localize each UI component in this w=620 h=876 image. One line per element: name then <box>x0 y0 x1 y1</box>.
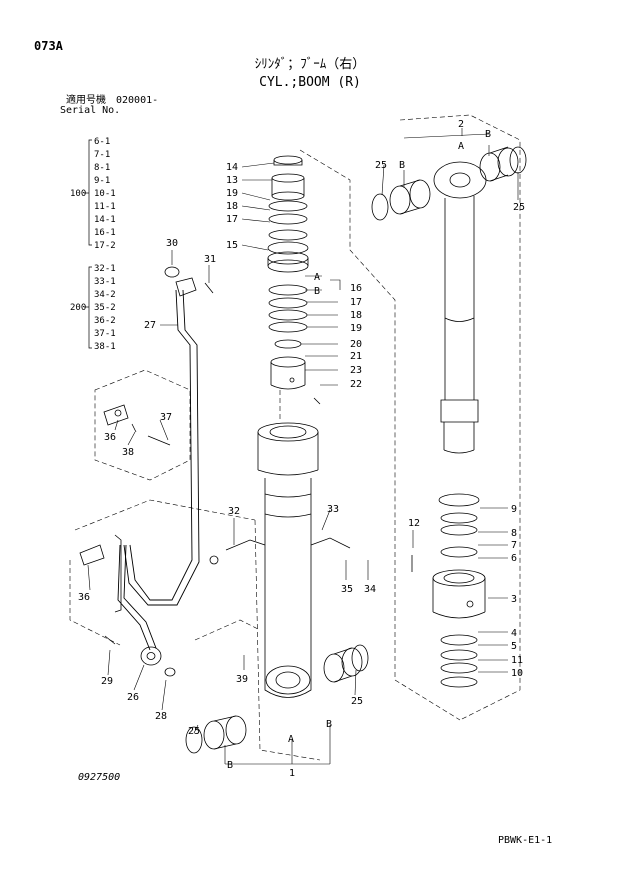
callout-B: B <box>485 129 491 140</box>
callout-B: B <box>399 160 405 171</box>
callout-38: 38 <box>122 447 134 458</box>
callout-12: 12 <box>408 518 420 529</box>
callout-B: B <box>227 760 233 771</box>
callout-A: A <box>458 141 464 152</box>
variant-item: 7-1 <box>94 150 111 160</box>
page-code: 073A <box>34 39 63 53</box>
callout-25: 25 <box>188 726 200 737</box>
callout-28: 28 <box>155 711 167 722</box>
pipe-flange-26 <box>104 635 176 677</box>
drawing-number: 0927500 <box>78 772 121 783</box>
bushings-bottom <box>185 644 369 754</box>
callout-30: 30 <box>166 238 178 249</box>
variant-item: 14-1 <box>94 215 116 225</box>
callout-27: 27 <box>144 320 156 331</box>
callout-34: 34 <box>364 584 376 595</box>
pipe-clamp-36-left <box>79 534 122 613</box>
callout-37: 37 <box>160 412 172 423</box>
callout-18: 18 <box>226 201 238 212</box>
callout-9: 9 <box>511 504 517 515</box>
callout-29: 29 <box>101 676 113 687</box>
pipe-clamp-36-38 <box>103 404 171 446</box>
packing-stack <box>267 155 309 333</box>
callout-A: A <box>288 734 294 745</box>
variant-item: 33-1 <box>94 277 116 287</box>
title-english: CYL.;BOOM (R) <box>259 75 361 90</box>
variant-group-200-label: 200 <box>70 303 87 313</box>
serial-label-english: Serial No. <box>60 105 121 116</box>
callout-36: 36 <box>104 432 116 443</box>
callout-36: 36 <box>78 592 90 603</box>
callout-7: 7 <box>511 540 517 551</box>
callout-numbers: 14 13 19 18 17 15 A B 16 17 18 19 20 21 … <box>78 119 525 779</box>
callout-A: A <box>314 272 320 283</box>
callout-39: 39 <box>236 674 248 685</box>
variant-group-100-label: 100 <box>70 189 87 199</box>
variant-item: 17-2 <box>94 241 116 251</box>
callout-3: 3 <box>511 594 517 605</box>
cylinder-tube <box>209 422 351 698</box>
variant-item: 35-2 <box>94 303 116 313</box>
callout-22: 22 <box>350 379 362 390</box>
variant-item: 16-1 <box>94 228 116 238</box>
callout-5: 5 <box>511 641 517 652</box>
pipe-clamp-30-31 <box>164 266 214 297</box>
piston-nut <box>270 339 321 405</box>
callout-17: 17 <box>226 214 238 225</box>
callout-17: 17 <box>350 297 362 308</box>
variant-item: 37-1 <box>94 329 116 339</box>
callout-8: 8 <box>511 528 517 539</box>
callout-25: 25 <box>513 202 525 213</box>
callout-18: 18 <box>350 310 362 321</box>
variant-item: 10-1 <box>94 189 116 199</box>
callout-6: 6 <box>511 553 517 564</box>
piston-components <box>411 493 486 688</box>
callout-1: 1 <box>289 768 295 779</box>
callout-35: 35 <box>341 584 353 595</box>
callout-15: 15 <box>226 240 238 251</box>
callout-21: 21 <box>350 351 362 362</box>
variant-item: 11-1 <box>94 202 116 212</box>
variant-item: 38-1 <box>94 342 116 352</box>
variant-item: 36-2 <box>94 316 116 326</box>
callout-4: 4 <box>511 628 517 639</box>
serial-label-japanese: 適用号機 020001- <box>66 95 159 106</box>
callout-13: 13 <box>226 175 238 186</box>
callout-10: 10 <box>511 668 523 679</box>
callout-26: 26 <box>127 692 139 703</box>
callout-23: 23 <box>350 365 362 376</box>
callout-19: 19 <box>350 323 362 334</box>
callout-33: 33 <box>327 504 339 515</box>
callout-14: 14 <box>226 162 238 173</box>
piston-rod <box>371 146 527 454</box>
variant-item: 9-1 <box>94 176 111 186</box>
leader-lines <box>87 128 519 765</box>
callout-32: 32 <box>228 506 240 517</box>
callout-31: 31 <box>204 254 216 265</box>
variant-braces <box>84 139 92 349</box>
variant-item: 34-2 <box>94 290 116 300</box>
boom-cylinder-pipe-27 <box>117 289 200 651</box>
callout-B: B <box>314 286 320 297</box>
variant-item: 8-1 <box>94 163 111 173</box>
callout-B: B <box>326 719 332 730</box>
footer-code: PBWK-E1-1 <box>498 835 553 846</box>
callout-25: 25 <box>351 696 363 707</box>
callout-25: 25 <box>375 160 387 171</box>
title-japanese: ｼﾘﾝﾀﾞ；ﾌﾞｰﾑ（右） <box>254 57 366 72</box>
callout-11: 11 <box>511 655 523 666</box>
callout-20: 20 <box>350 339 362 350</box>
callout-2: 2 <box>458 119 464 130</box>
variant-item: 32-1 <box>94 264 116 274</box>
callout-16: 16 <box>350 283 362 294</box>
callout-19: 19 <box>226 188 238 199</box>
variant-item: 6-1 <box>94 137 111 147</box>
dashed-guide-lines <box>69 114 521 761</box>
